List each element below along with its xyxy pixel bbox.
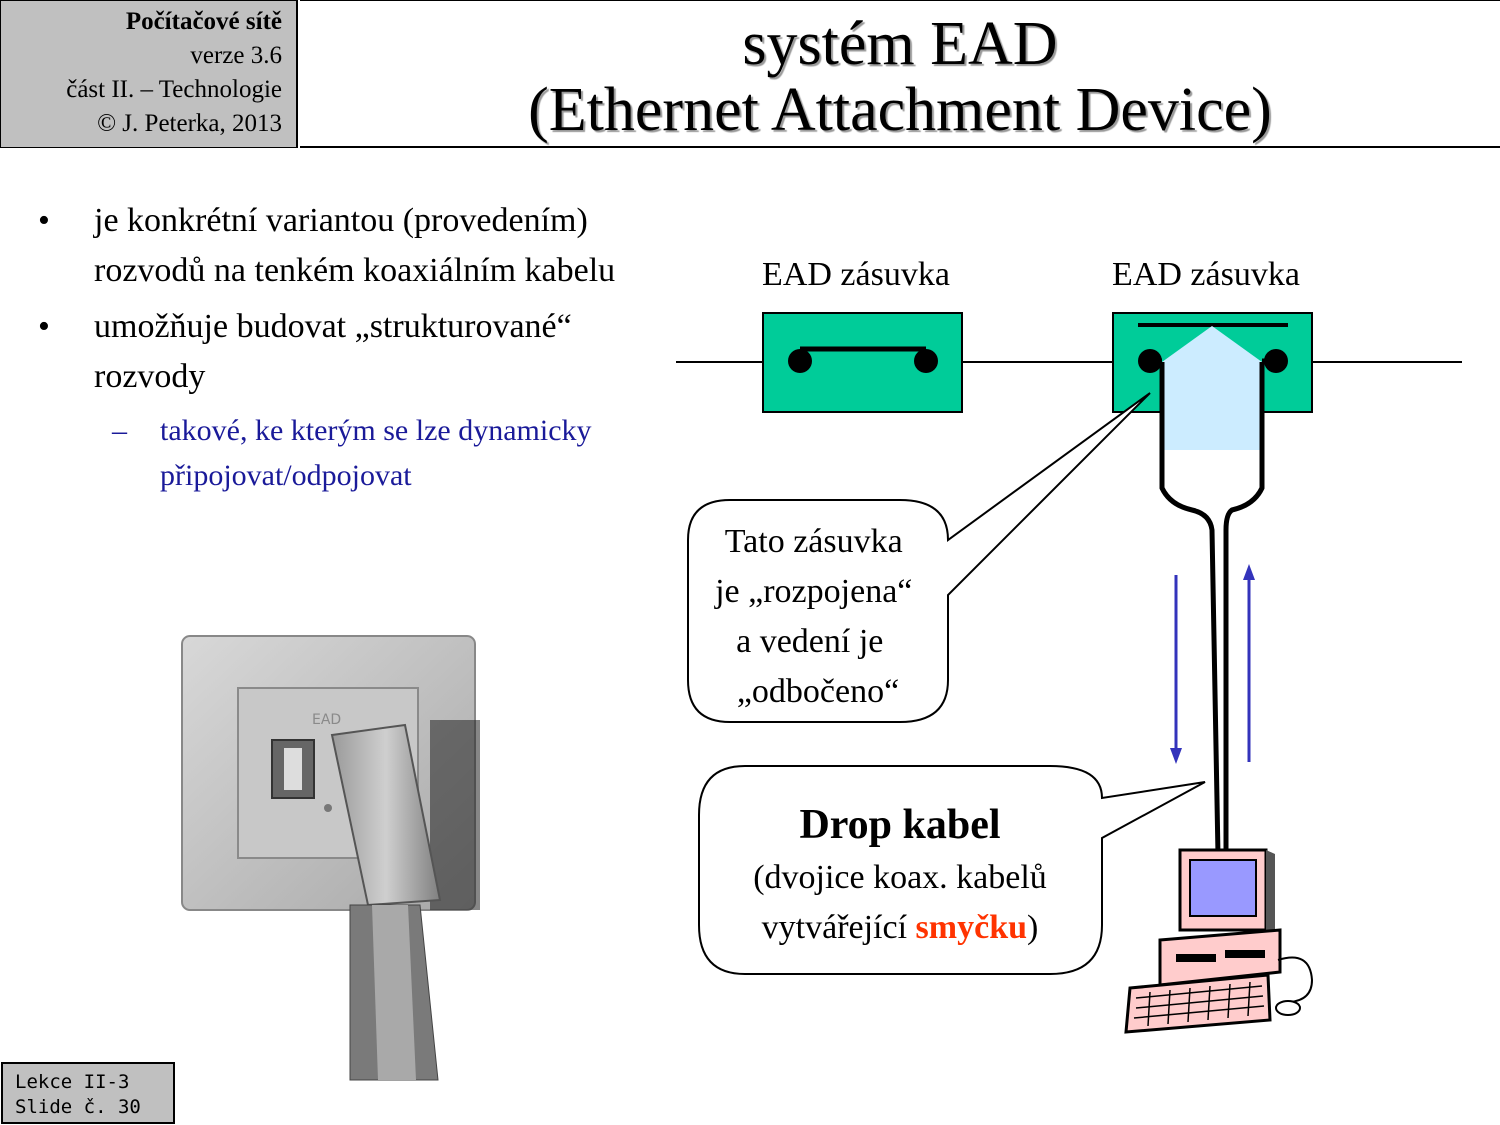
- course-name: Počítačové sítě: [125, 8, 282, 35]
- bullet-dot-icon: •: [38, 308, 50, 345]
- bullet-text: je konkrétní variantou (provedením) rozv…: [94, 202, 616, 289]
- arrow-up-icon: [1243, 564, 1255, 580]
- pc-drive-slot-a: [1176, 954, 1216, 962]
- photo-screw: [324, 804, 332, 812]
- bullet-dot-icon: •: [38, 202, 50, 239]
- keyboard-keys: [1133, 981, 1265, 1027]
- mouse: [1275, 1000, 1301, 1016]
- monitor-side: [1266, 850, 1275, 930]
- photo-cable-highlight: [372, 905, 416, 1080]
- socket-label-right: EAD zásuvka: [1112, 256, 1300, 293]
- header-info-box: Počítačové sítě verze 3.6 část II. – Tec…: [0, 0, 298, 148]
- dash-icon: –: [112, 414, 127, 447]
- callout-drop-line1: (dvojice koax. kabelů: [753, 859, 1047, 896]
- callout-drop-title: Drop kabel: [799, 802, 1000, 848]
- socket-label-left: EAD zásuvka: [762, 256, 950, 293]
- photo-socket-contacts: [284, 748, 302, 790]
- bullet-text: umožňuje budovat „strukturované“ rozvody: [94, 308, 572, 395]
- lecture-label: Lekce II-3: [15, 1071, 130, 1093]
- monitor-screen: [1189, 859, 1257, 917]
- arrow-down-icon: [1170, 748, 1182, 764]
- bullet-item: • je konkrétní variantou (provedením) ro…: [32, 196, 672, 296]
- bullet-item: • umožňuje budovat „strukturované“ rozvo…: [32, 302, 672, 402]
- photo-plug-shadow: [430, 720, 480, 910]
- socket-contact-left-b: [914, 349, 938, 373]
- part-label: část II. – Technologie: [66, 76, 282, 103]
- slide-footer: Lekce II-3 Slide č. 30: [1, 1062, 175, 1124]
- photo-ead-text: EAD: [312, 712, 341, 728]
- callout-disconnected: Tato zásuvka je „rozpojena“ a vedení je …: [687, 392, 1151, 723]
- callout-drop-line2: vytvářející smyčku): [762, 909, 1039, 946]
- version-label: verze 3.6: [190, 42, 282, 69]
- slide-number-label: Slide č. 30: [15, 1096, 141, 1118]
- signal-arrows: [1170, 564, 1255, 764]
- drop-plug-shape: [1162, 326, 1262, 450]
- slide-title-line1: systém EAD: [742, 10, 1058, 78]
- callout-drop-cable: Drop kabel (dvojice koax. kabelů vytváře…: [698, 765, 1206, 975]
- pc-drive-slot-b: [1225, 950, 1265, 958]
- pc-case: [1158, 928, 1282, 987]
- bullet-list: • je konkrétní variantou (provedením) ro…: [32, 196, 672, 498]
- drop-cable-wires: [1159, 362, 1265, 856]
- sub-bullet-text: takové, ke kterým se lze dynamicky připo…: [160, 414, 592, 492]
- callout-disconnected-text: Tato zásuvka je „rozpojena“ a vedení je …: [714, 523, 921, 710]
- ead-socket-closed: [762, 312, 963, 413]
- callout-drop-bubble: [698, 765, 1206, 975]
- photo-plug: [330, 723, 442, 907]
- ead-socket-photo: EAD: [181, 635, 480, 1081]
- callout-disconnected-bubble: [687, 392, 1151, 723]
- mouse-cord: [1277, 956, 1314, 1003]
- computer-icon: [1124, 848, 1314, 1034]
- ead-socket-open: [1112, 312, 1313, 450]
- socket-contact-left-a: [788, 349, 812, 373]
- sub-bullet-item: – takové, ke kterým se lze dynamicky při…: [32, 408, 672, 498]
- slide-title-line2: (Ethernet Attachment Device): [528, 76, 1272, 144]
- slide-title: systém EAD (Ethernet Attachment Device): [300, 0, 1500, 148]
- author-label: © J. Peterka, 2013: [97, 110, 282, 137]
